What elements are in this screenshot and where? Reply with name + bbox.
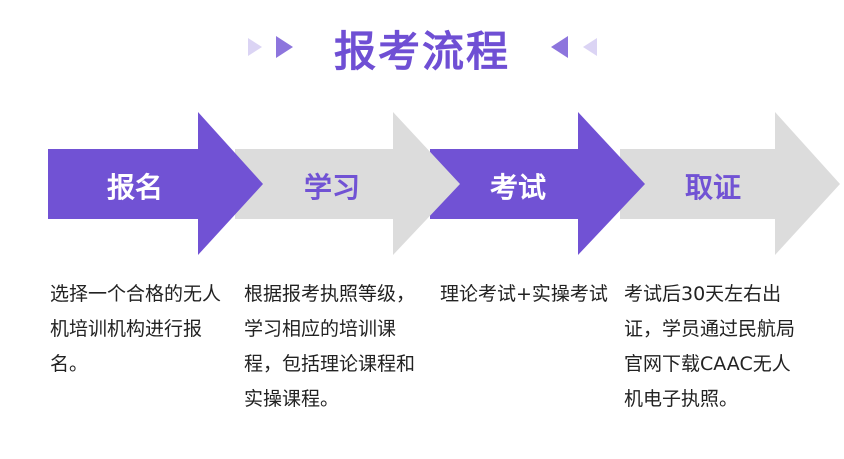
title-decor-right-icon: [551, 36, 597, 58]
title-decor-left-icon: [248, 36, 293, 58]
step-description-certificate: 考试后30天左右出证，学员通过民航局官网下载CAAC无人机电子执照。: [624, 283, 796, 410]
step-label-exam: 考试: [489, 171, 546, 204]
page-title: 报考流程: [333, 27, 510, 76]
arrow-step-3: [430, 112, 645, 255]
arrow-step-1: [48, 112, 263, 255]
step-description-register: 选择一个合格的无人机培训机构进行报名。: [50, 283, 222, 375]
step-description-study: 根据报考执照等级，学习相应的培训课程，包括理论课程和实操课程。: [244, 283, 416, 410]
step-label-study: 学习: [303, 171, 360, 204]
arrow-step-4: [620, 112, 840, 255]
step-label-register: 报名: [106, 171, 163, 204]
step-description-exam: 理论考试+实操考试: [440, 283, 608, 305]
arrow-step-2: [235, 112, 460, 255]
step-label-certificate: 取证: [684, 171, 741, 204]
